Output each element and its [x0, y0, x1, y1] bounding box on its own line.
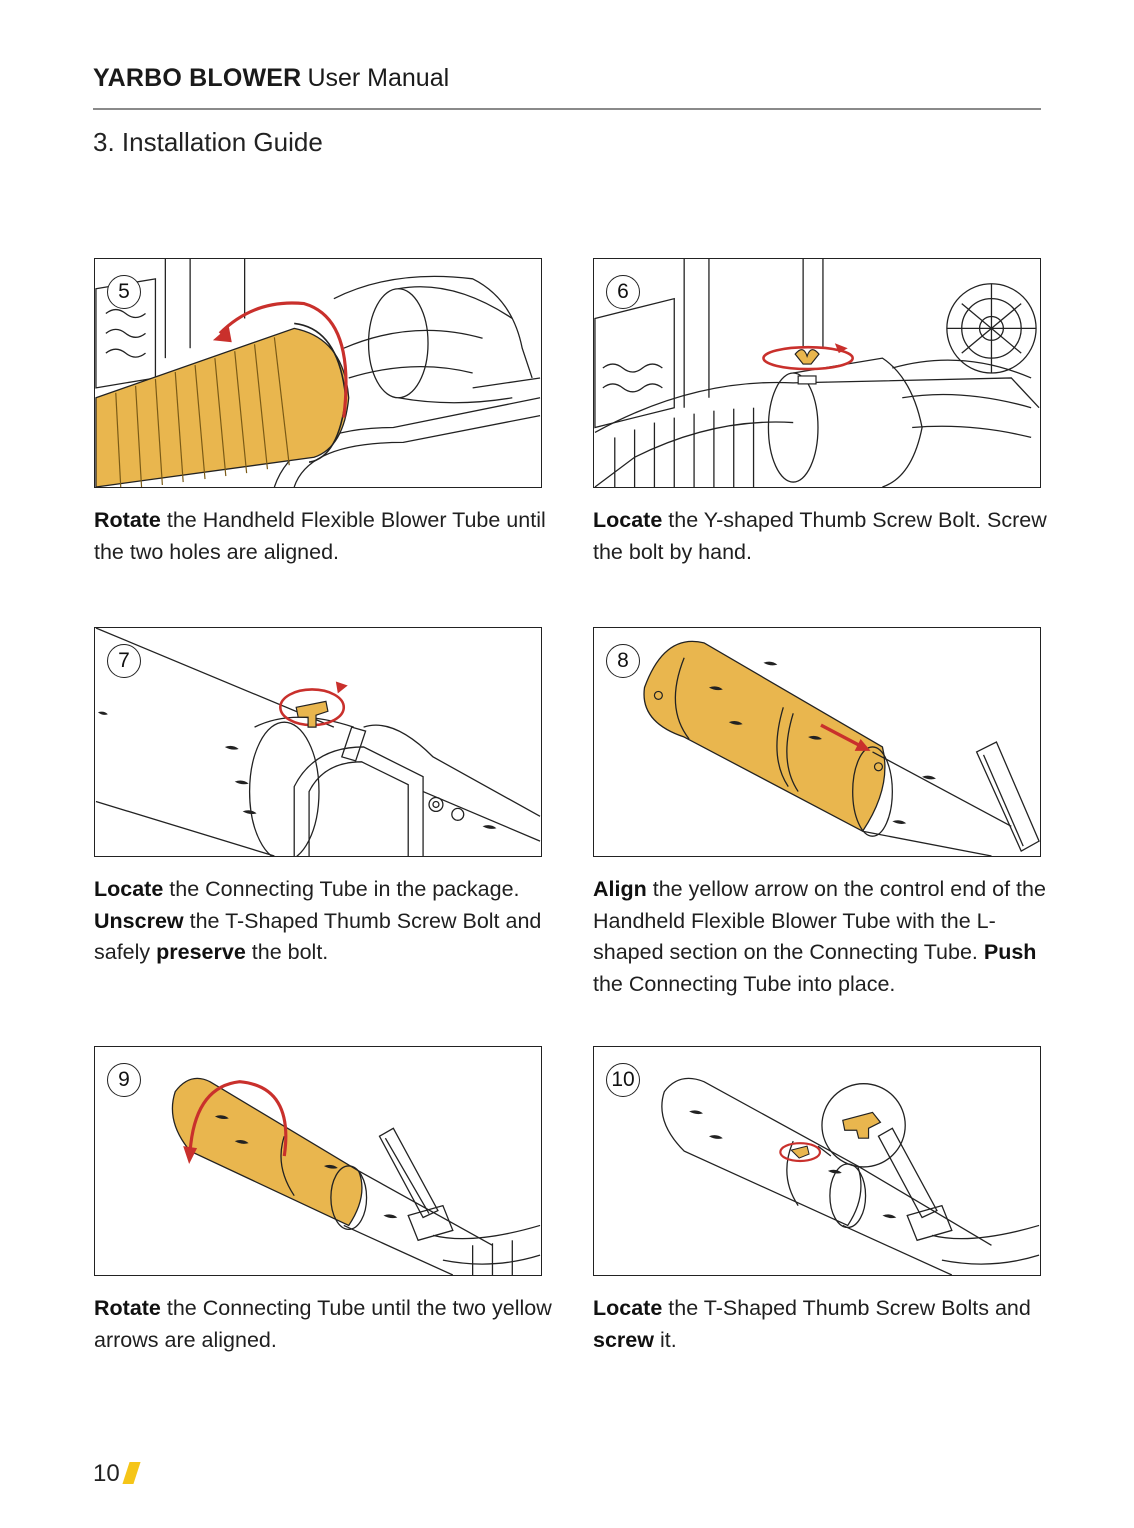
step-7-caption: Locate the Connecting Tube in the packag… [94, 877, 542, 964]
step-9: 9 Rotate the Connecting Tube until the t… [94, 1046, 552, 1356]
brand-accent-mark [122, 1462, 141, 1484]
step-7: 7 Locate the Connecting Tube in the pack… [94, 627, 544, 969]
step-number-badge: 10 [606, 1063, 640, 1097]
step-5-illustration: 5 [94, 258, 542, 488]
step-number-badge: 7 [107, 644, 141, 678]
step-9-caption: Rotate the Connecting Tube until the two… [94, 1296, 552, 1352]
brand-name: YARBO BLOWER [93, 64, 302, 92]
step-10-caption: Locate the T-Shaped Thumb Screw Bolts an… [593, 1296, 1031, 1352]
step-8-illustration: 8 [593, 627, 1041, 857]
step-8: 8 Align the yellow arrow on the control … [593, 627, 1046, 1000]
step-6-caption: Locate the Y-shaped Thumb Screw Bolt. Sc… [593, 508, 1047, 564]
step-number-badge: 6 [606, 275, 640, 309]
rotate-connecting-tube-illustration [171, 1077, 541, 1275]
screw-t-bolt-illustration [661, 1077, 1040, 1275]
push-connecting-tube-illustration [643, 640, 1040, 856]
header-divider [93, 108, 1041, 110]
page-number: 10 [93, 1460, 120, 1487]
step-10: 10 Locate the T-Shaped Thumb Screw Bolts… [593, 1046, 1043, 1356]
step-6-illustration: 6 [593, 258, 1041, 488]
blower-tube-rotate-illustration [95, 259, 541, 487]
section-title: 3. Installation Guide [93, 127, 323, 157]
manual-subtitle: User Manual [307, 64, 450, 92]
step-6: 6 Locate the Y-shaped Thumb Screw Bolt. … [593, 258, 1047, 568]
step-5: 5 Rotate the Handheld Flexible Blower Tu… [94, 258, 546, 568]
step-8-caption: Align the yellow arrow on the control en… [593, 877, 1046, 996]
thumb-screw-bolt-illustration [594, 259, 1040, 487]
step-5-caption: Rotate the Handheld Flexible Blower Tube… [94, 508, 546, 564]
step-number-badge: 8 [606, 644, 640, 678]
step-10-illustration: 10 [593, 1046, 1041, 1276]
step-number-badge: 5 [107, 275, 141, 309]
connecting-tube-unscrew-illustration [95, 628, 541, 856]
step-number-badge: 9 [107, 1063, 141, 1097]
step-9-illustration: 9 [94, 1046, 542, 1276]
step-7-illustration: 7 [94, 627, 542, 857]
page-footer: 10 [93, 1459, 141, 1489]
